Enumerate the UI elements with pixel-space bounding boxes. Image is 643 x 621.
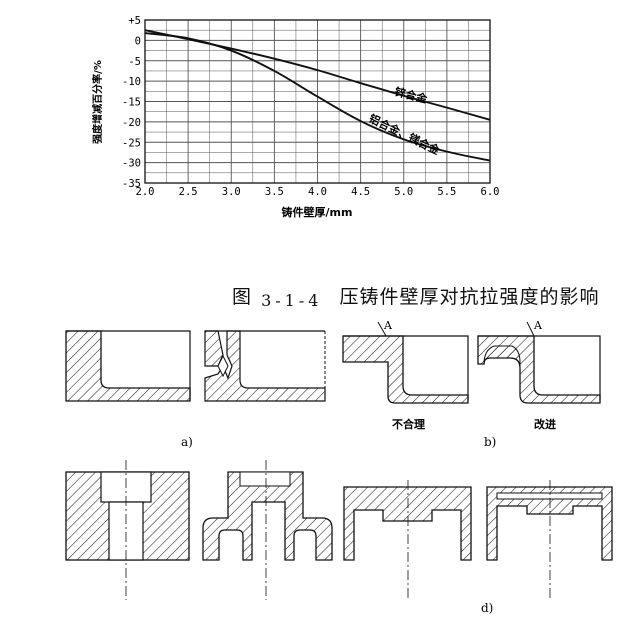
note-bad: 不合理: [392, 417, 425, 431]
y-tick-label: -30: [122, 158, 141, 170]
y-tick-label: -10: [122, 76, 141, 88]
x-tick-label: 5.5: [437, 186, 456, 198]
x-tick-label: 4.0: [308, 186, 327, 198]
series-line-al-mg: [144, 32, 491, 162]
drawing-d-left: [343, 480, 472, 600]
x-tick-labels: 2.0 2.5 3.0 3.5 4.0 4.5 5.0 5.5 6.0: [136, 186, 500, 198]
design-drawings: a) A 不合理 A 改进 b) d): [65, 319, 613, 615]
marker-A1: A: [383, 319, 393, 332]
x-tick-label: 2.5: [179, 186, 198, 198]
x-tick-label: 6.0: [481, 186, 500, 198]
drawing-c-right: [202, 460, 333, 600]
drawing-c-left: [65, 460, 190, 600]
x-tick-label: 4.5: [351, 186, 370, 198]
y-tick-label: -20: [122, 117, 141, 129]
drawing-b-bad: A: [342, 319, 469, 404]
x-tick-label: 3.5: [265, 186, 284, 198]
drawing-a-left: [65, 330, 191, 402]
caption-fig: 图: [232, 286, 253, 308]
series-label-al-mg: 铝合金、镁合金: [367, 111, 443, 158]
x-tick-label: 5.0: [394, 186, 413, 198]
chart-grid: [144, 19, 491, 184]
y-tick-label: 0: [135, 35, 141, 47]
x-axis-label: 铸件壁厚/mm: [282, 205, 353, 219]
marker-A2: A: [533, 319, 543, 332]
drawing-d-right: [486, 480, 613, 600]
x-tick-label: 3.0: [222, 186, 241, 198]
y-tick-label: -5: [128, 56, 141, 68]
label-d: d): [481, 601, 493, 615]
strength-chart: 2.0 2.5 3.0 3.5 4.0 4.5 5.0 5.5 6.0 +5 0 -5 -10 -15 -…: [91, 15, 500, 219]
y-tick-labels: +5 0 -5 -10 -15 -20 -25 -30 -35: [122, 15, 141, 190]
figure-caption: 图 3-1-4 压铸件壁厚对抗拉强度的影响: [232, 282, 600, 310]
note-good: 改进: [534, 417, 556, 431]
y-tick-label: -25: [122, 137, 141, 149]
caption-number: 3-1-4: [261, 291, 323, 310]
y-axis-label: 强度增减百分率/%: [91, 60, 104, 144]
label-a: a): [181, 435, 193, 449]
series-label-zinc: 锌合金: [393, 84, 429, 106]
caption-text: 压铸件壁厚对抗拉强度的影响: [339, 286, 600, 308]
plot-frame: [144, 19, 491, 184]
y-tick-label: -15: [122, 97, 141, 109]
chart-series: [144, 29, 491, 162]
label-b: b): [484, 435, 496, 449]
y-tick-label: +5: [128, 15, 141, 27]
drawing-a-right: [204, 330, 326, 402]
y-tick-label: -35: [122, 178, 141, 190]
drawing-b-good: A: [477, 319, 601, 404]
x-tick-label: 2.0: [136, 186, 155, 198]
